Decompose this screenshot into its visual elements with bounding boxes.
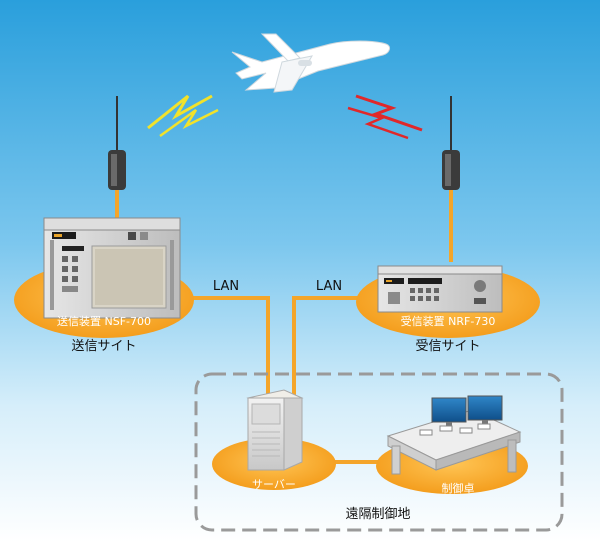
remote-site-label: 遠隔制御地 [345, 507, 410, 522]
lan-link-left [178, 296, 270, 398]
control-console-icon [386, 395, 522, 475]
rx-site-label: 受信サイト [415, 339, 480, 354]
lan-link-right [292, 296, 380, 398]
lan-label-left: LAN [213, 279, 239, 294]
transmitter-rack-icon [43, 217, 181, 319]
lan-label-right: LAN [316, 279, 342, 294]
uplink-signal-icon [147, 94, 219, 138]
console-label: 制御卓 [442, 481, 475, 495]
receiver-rack-icon [377, 265, 503, 313]
tx-equipment-label: 送信装置 NSF-700 [57, 314, 151, 328]
antenna-icon [442, 96, 460, 190]
server-label: サーバー [252, 478, 296, 491]
remote-area-border [194, 372, 564, 532]
server-tower-icon [246, 389, 304, 471]
tx-site-label: 送信サイト [71, 339, 136, 354]
antenna-icon [108, 96, 126, 190]
downlink-signal-icon [347, 94, 423, 140]
airplane-icon [231, 33, 391, 93]
rx-equipment-label: 受信装置 NRF-730 [401, 315, 496, 328]
